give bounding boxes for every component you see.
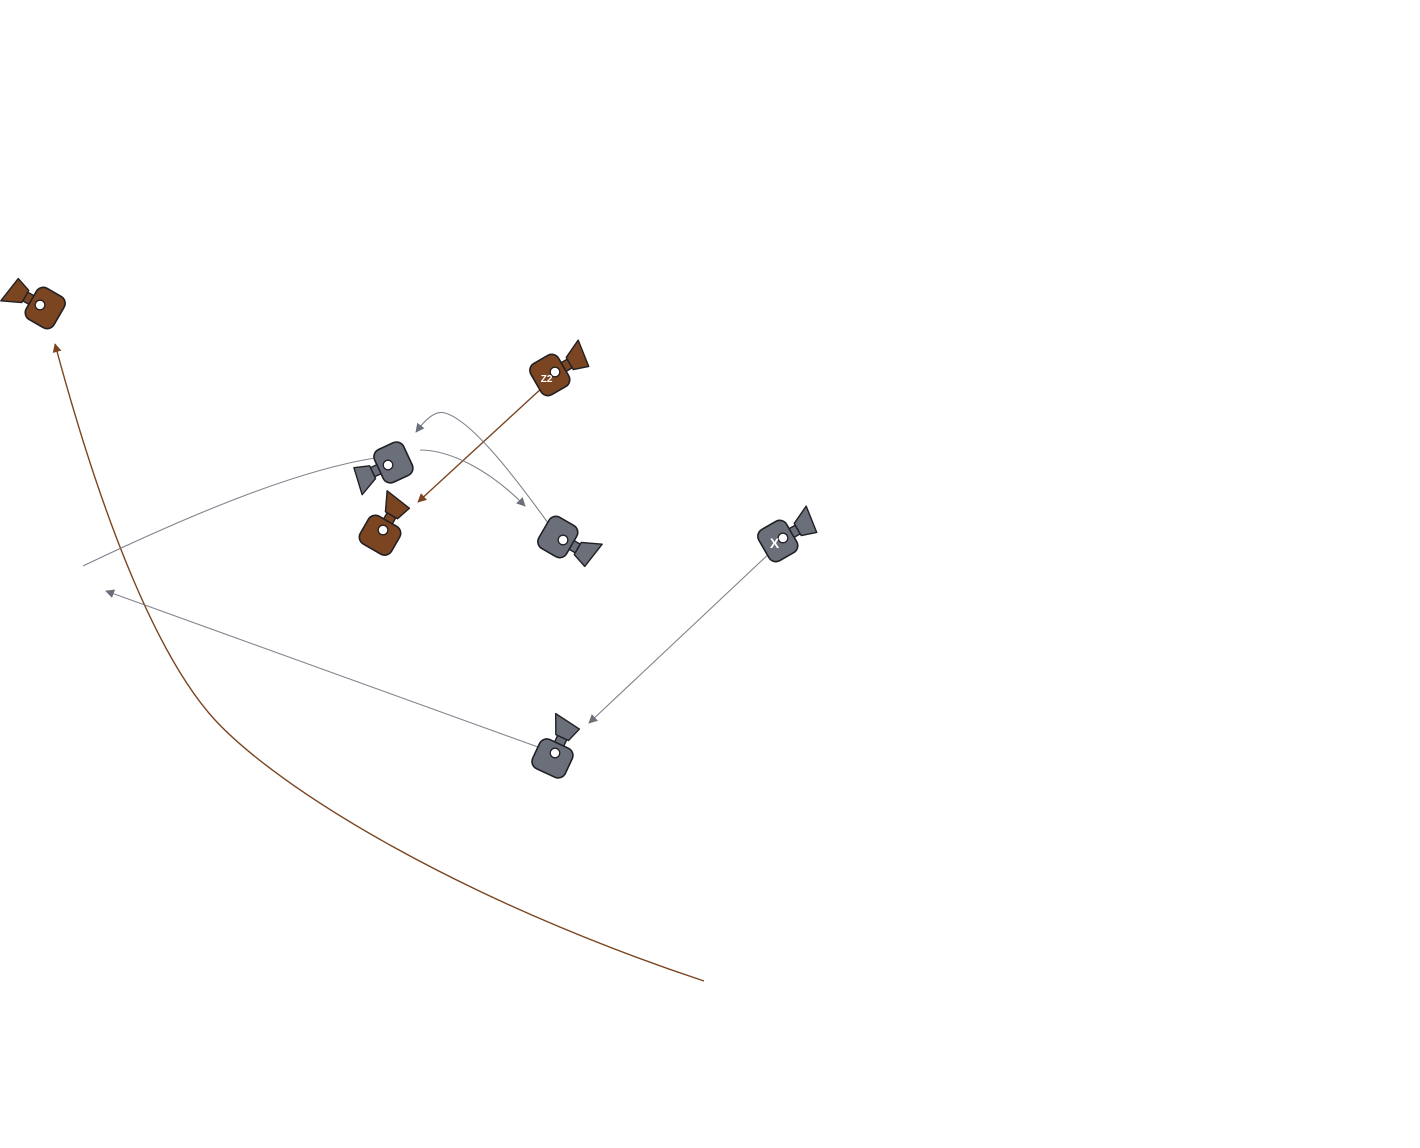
camera-body-icon xyxy=(531,738,574,779)
cam-brown-center[interactable] xyxy=(356,490,416,558)
path-gray-bottom-left xyxy=(105,589,539,748)
path-brown-z2-diagonal xyxy=(417,386,544,503)
path-gray-hook-up xyxy=(415,411,549,524)
camera-lens-icon xyxy=(0,277,30,304)
camera-lens-icon xyxy=(573,541,603,568)
camera-lens-icon xyxy=(384,490,411,520)
camera-lens-icon xyxy=(353,465,377,496)
path-brown-long-curve xyxy=(52,343,705,982)
camera-dot-icon xyxy=(777,532,789,544)
cameras-layer: Z2X xyxy=(0,271,823,781)
paths-layer xyxy=(52,343,774,982)
camera-dot-icon xyxy=(382,459,394,471)
camera-lens-icon xyxy=(793,505,818,537)
cam-gray-x-label: X xyxy=(770,535,780,551)
cam-brown-topleft[interactable] xyxy=(0,271,68,331)
camera-dot-icon xyxy=(549,747,561,759)
path-gray-arc-right xyxy=(419,449,526,507)
cam-gray-x[interactable] xyxy=(755,504,823,564)
camera-lens-icon xyxy=(555,712,581,742)
camera-dot-icon xyxy=(34,299,46,311)
camera-dot-icon xyxy=(557,534,569,546)
camera-body-icon xyxy=(24,286,66,330)
path-gray-left-curve xyxy=(82,457,376,567)
cam-gray-center[interactable] xyxy=(348,439,416,496)
path-gray-x-diagonal xyxy=(588,549,774,724)
camera-body-icon xyxy=(537,515,579,559)
camera-dot-icon xyxy=(549,366,561,378)
cam-gray-right[interactable] xyxy=(535,513,603,573)
camera-dot-icon xyxy=(377,524,389,536)
cam-brown-z2-label: Z2 xyxy=(541,374,553,385)
camera-lens-icon xyxy=(565,339,590,371)
cam-brown-z2[interactable] xyxy=(527,338,595,398)
camera-body-icon xyxy=(358,514,402,556)
cam-gray-bottom[interactable] xyxy=(529,712,586,781)
camera-body-icon xyxy=(373,441,414,484)
